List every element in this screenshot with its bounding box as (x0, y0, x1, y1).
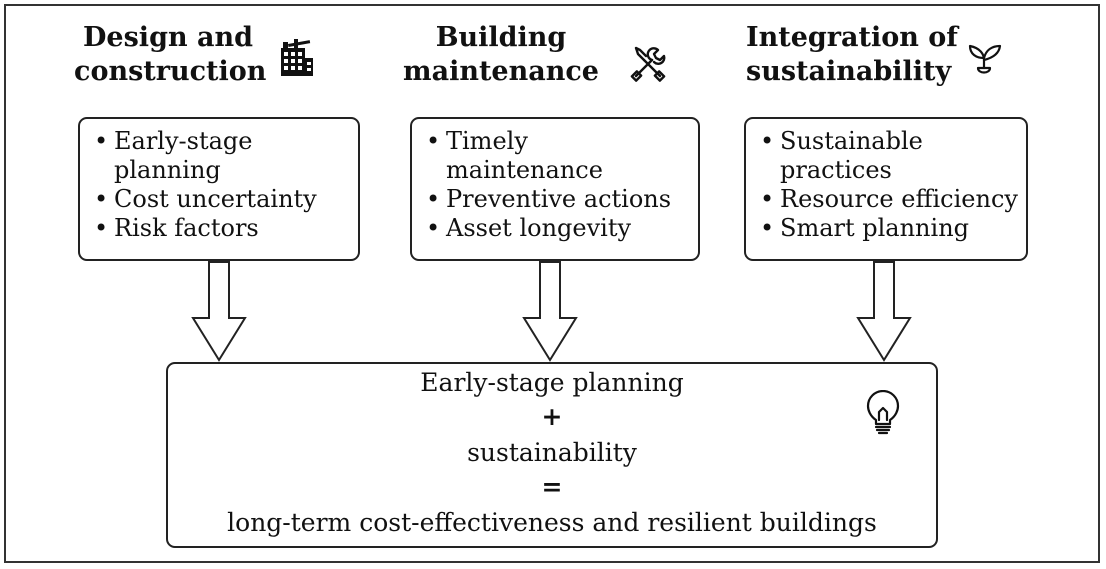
result-box: Early-stage planning + sustainability = … (166, 362, 938, 548)
column-title-line: Design and (83, 22, 253, 53)
column-box-maintenance: Timely maintenance Preventive actions As… (410, 117, 700, 261)
bullet-list: Early-stage planning Cost uncertainty Ri… (86, 127, 352, 243)
column-title-design: Design and construction (74, 21, 267, 89)
list-item: Cost uncertainty (86, 185, 352, 214)
result-line-1: Early-stage planning (420, 368, 684, 397)
column-title-maintenance: Building maintenance (403, 21, 599, 89)
list-item: Smart planning (752, 214, 1020, 243)
result-plus: + (541, 402, 563, 431)
down-arrow-2 (522, 261, 578, 362)
tools-icon (630, 46, 666, 82)
column-box-sustainability: Sustainable practices Resource efficienc… (744, 117, 1028, 261)
list-item: Resource efficiency (752, 185, 1020, 214)
down-arrow-1 (191, 261, 247, 362)
bullet-list: Timely maintenance Preventive actions As… (418, 127, 692, 243)
list-item: Timely maintenance (418, 127, 692, 185)
building-icon (281, 39, 313, 76)
list-item: Risk factors (86, 214, 352, 243)
column-title-sustainability: Integration of sustainability (746, 21, 958, 89)
lightbulb-icon (866, 390, 900, 435)
down-arrow-3 (856, 261, 912, 362)
sprout-icon (968, 44, 1002, 74)
column-title-line: maintenance (403, 56, 599, 87)
column-title-line: Building (435, 22, 567, 53)
result-equals: = (541, 472, 563, 501)
bullet-list: Sustainable practices Resource efficienc… (752, 127, 1020, 243)
list-item: Early-stage planning (86, 127, 352, 185)
column-title-line: construction (74, 56, 267, 87)
list-item: Preventive actions (418, 185, 692, 214)
column-title-line: Integration of (746, 22, 958, 53)
column-title-line: sustainability (746, 56, 952, 87)
list-item: Asset longevity (418, 214, 692, 243)
list-item: Sustainable practices (752, 127, 1020, 185)
result-line-2: sustainability (467, 438, 637, 467)
result-line-3: long-term cost-effectiveness and resilie… (227, 508, 877, 537)
column-box-design: Early-stage planning Cost uncertainty Ri… (78, 117, 360, 261)
